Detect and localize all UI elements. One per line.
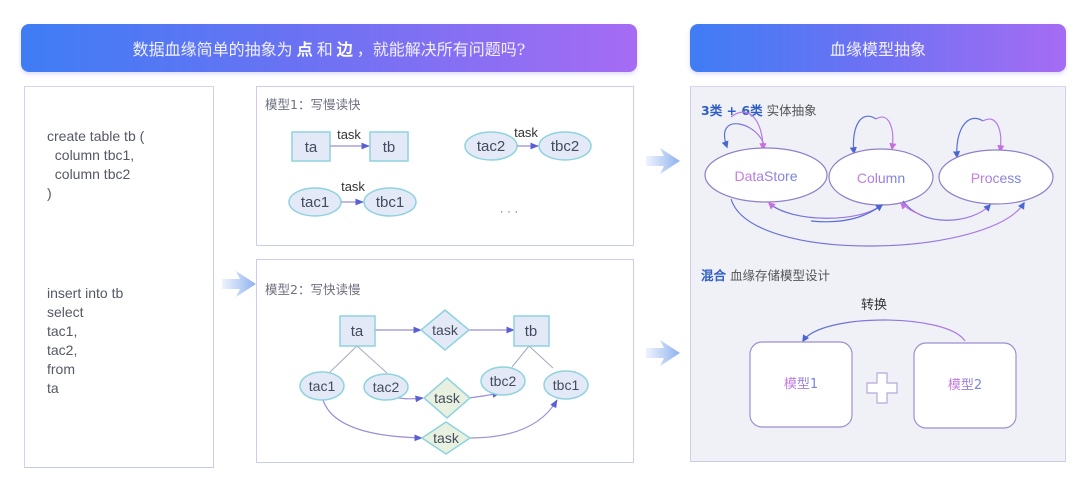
entity-label-datastore: DataStore xyxy=(734,168,797,184)
sql-panel: create table tb ( column tbc1, column tb… xyxy=(24,86,214,468)
self-loop-process xyxy=(952,117,984,159)
node-label-tbc1: tbc1 xyxy=(376,194,404,211)
column-node-tbc2 xyxy=(538,131,592,161)
table-node-ta xyxy=(339,315,376,347)
insert-select-sql: insert into tb select tac1, tac2, from t… xyxy=(47,285,124,396)
model1-title: 模型1：写慢读快 xyxy=(265,97,361,112)
model1-diagram: ta tb task tac2 tbc2 task tac1 tbc1 task… xyxy=(288,125,592,218)
edge-label-task: task xyxy=(337,127,361,142)
banner-question-prefix: 数据血缘简单的抽象为 xyxy=(132,40,293,59)
entity-abstraction-title: 3类 + 6类 实体抽象 xyxy=(701,100,817,119)
edge-task-tbc1 xyxy=(469,399,558,439)
model1-box-label: 模型1 xyxy=(784,377,818,392)
edge-column-datastore xyxy=(767,202,882,219)
model2-diagram: ta tb task task task tac1 tac2 tbc2 tbc1 xyxy=(299,309,589,455)
flow-arrow-icon xyxy=(646,340,680,366)
right-banner: 血缘模型抽象 xyxy=(690,24,1066,72)
link-tb-tbc1 xyxy=(528,345,554,369)
create-table-sql: create table tb ( column tbc1, column tb… xyxy=(47,128,145,201)
column-node-tbc1 xyxy=(543,370,589,400)
abstraction-panel: 3类 + 6类 实体抽象 混合 血缘存储模型设计 DataStore xyxy=(690,86,1066,462)
entity-abstraction-label: 实体抽象 xyxy=(766,103,817,118)
edge-column-process xyxy=(902,200,991,221)
more-ellipsis: · · · xyxy=(500,204,519,218)
node-label-task: task xyxy=(432,322,459,338)
task-node xyxy=(419,309,471,351)
edge-process-column xyxy=(899,201,922,216)
node-label-tac2: tac2 xyxy=(477,138,505,155)
entity-label-column: Column xyxy=(857,170,905,186)
node-label-tac2: tac2 xyxy=(373,379,400,395)
node-label-tbc2: tbc2 xyxy=(551,138,579,155)
column-node-tbc1 xyxy=(363,187,417,217)
column-node-tbc2 xyxy=(480,366,526,396)
model2-panel: 模型2：写快读慢 ta tb task task task t xyxy=(256,259,634,463)
model2-title: 模型2：写快读慢 xyxy=(265,282,361,297)
banner-question-suffix: ，就能解决所有问题吗? xyxy=(356,40,526,59)
edge-tac1-task xyxy=(322,399,423,442)
entity-node-process xyxy=(938,149,1054,205)
banner-and: 和 xyxy=(316,40,333,59)
edge-label-task: task xyxy=(341,179,365,194)
self-loop-process-return xyxy=(982,118,1005,153)
model2-box-label: 模型2 xyxy=(948,378,982,393)
edge-label-task: task xyxy=(514,125,538,140)
banner-keyword-point: 点 xyxy=(296,40,313,59)
convert-arrow xyxy=(802,319,966,343)
node-label-tbc1: tbc1 xyxy=(553,377,580,393)
task-node xyxy=(422,377,472,419)
node-label-tb: tb xyxy=(525,323,538,340)
banner-keyword-edge: 边 xyxy=(336,40,353,59)
link-tb-tbc2 xyxy=(511,345,530,368)
table-node-tb xyxy=(369,131,409,162)
entity-node-datastore xyxy=(704,147,828,203)
hybrid-model-title: 混合 血缘存储模型设计 xyxy=(701,265,830,284)
flow-arrow-icon xyxy=(646,148,680,174)
left-banner: 数据血缘简单的抽象为 点 和 边 ，就能解决所有问题吗? xyxy=(21,24,637,72)
link-ta-tac1 xyxy=(328,345,358,374)
convert-label: 转换 xyxy=(861,298,887,313)
self-loop-datastore-return xyxy=(730,111,767,151)
model1-panel: 模型1：写慢读快 ta tb task tac2 tbc2 task tac1 … xyxy=(256,86,634,246)
flow-arrow-icon xyxy=(222,271,256,297)
column-node-tac2 xyxy=(363,373,409,401)
hybrid-model-label: 血缘存储模型设计 xyxy=(730,268,831,283)
abstraction-diagram: DataStore Column Process 转换 模型1 模型2 xyxy=(704,111,1054,429)
entity-label-process: Process xyxy=(971,170,1022,186)
self-loop-column-return xyxy=(875,116,897,151)
table-node-tb xyxy=(513,315,550,347)
node-label-ta: ta xyxy=(305,139,318,156)
edge-datastore-process xyxy=(730,198,1025,247)
task-node xyxy=(420,421,472,455)
node-label-tac1: tac1 xyxy=(309,378,336,394)
model2-box xyxy=(913,342,1017,429)
self-loop-column xyxy=(849,115,877,155)
node-label-task: task xyxy=(433,430,460,446)
node-label-tbc2: tbc2 xyxy=(490,373,517,389)
hybrid-highlight: 混合 xyxy=(701,268,727,283)
plus-icon xyxy=(866,372,898,404)
node-label-ta: ta xyxy=(351,323,364,340)
entity-count-highlight: 3类 + 6类 xyxy=(701,103,763,118)
node-label-tb: tb xyxy=(383,139,396,156)
edge-datastore-column xyxy=(810,204,884,223)
link-ta-tac2 xyxy=(356,345,388,374)
column-node-tac1 xyxy=(299,371,345,401)
node-label-task: task xyxy=(434,390,461,406)
node-label-tac1: tac1 xyxy=(301,194,329,211)
model1-box xyxy=(749,341,853,428)
banner-right-title: 血缘模型抽象 xyxy=(829,40,926,59)
self-loop-datastore xyxy=(721,123,766,151)
